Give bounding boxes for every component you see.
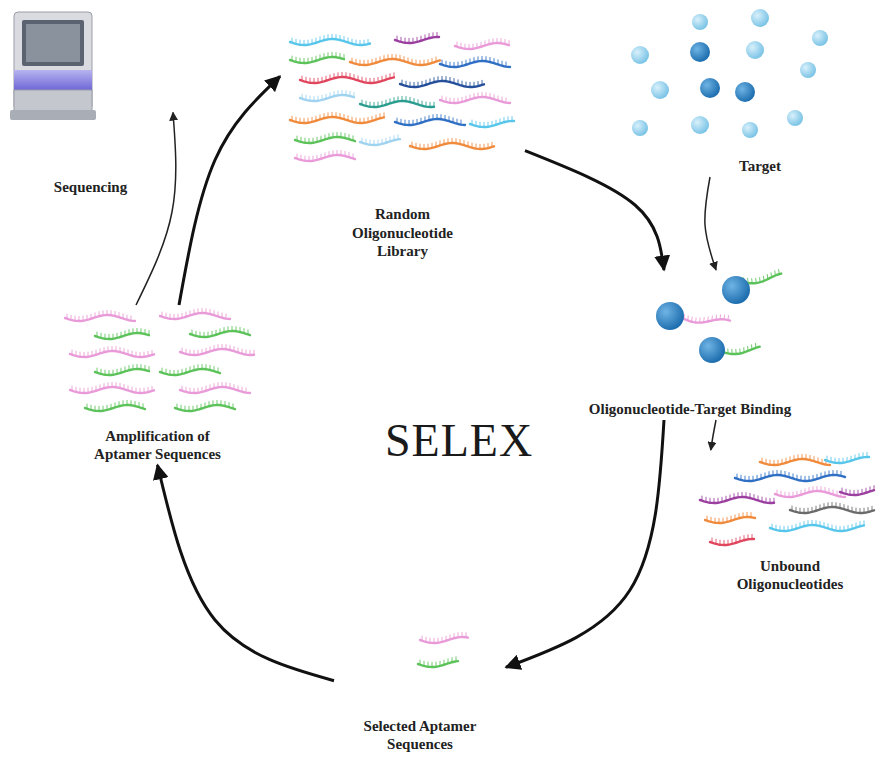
oligonucleotide-strand [350,54,440,65]
cycle-arrow [525,151,664,270]
oligonucleotide-strand [360,96,434,107]
oligonucleotide-strand [190,326,250,337]
cycle-arrow [158,465,335,681]
sequencer-machine [10,12,96,120]
oligonucleotide-strand [790,502,874,513]
stage-label: Selected Aptamer Sequences [340,716,501,756]
oligonucleotide-strand [700,492,774,503]
oligonucleotide-strand [65,310,135,321]
oligonucleotide-strand [95,328,149,339]
stage-label: Sequencing [51,177,130,198]
oligonucleotide-strand [290,112,384,123]
selected-aptamers [418,632,468,667]
stage-label: Random Oligonucleotide Library [335,204,471,262]
stage-label: Amplification of Aptamer Sequences [75,426,241,466]
oligonucleotide-strand [175,400,235,411]
oligonucleotide-strand [290,52,344,63]
stage-label-box: Target [660,5,860,177]
diagram-title: SELEX [385,414,533,467]
cycle-arrow [705,177,716,270]
stage-label: Target [736,156,784,177]
oligonucleotide-strand [825,452,869,463]
oligonucleotide-strand [420,632,468,643]
oligonucleotide-strand [770,520,864,531]
oligonucleotide-strand [180,382,250,393]
oligonucleotide-strand [440,56,510,67]
oligonucleotide-strand [395,32,439,43]
cycle-arrow [711,420,716,450]
oligonucleotide-strand [760,454,830,465]
oligonucleotide-strand [418,656,458,667]
oligonucleotide-strand [395,114,465,125]
oligonucleotide-strand [440,92,510,103]
oligonucleotide-strand [290,34,370,45]
oligonucleotide-strand [455,38,509,49]
stage-label-box: Selected Aptamer Sequences [334,620,506,755]
oligonucleotide-strand [710,534,754,545]
oligonucleotide-strand [840,485,874,495]
oligonucleotide-strand [295,132,355,143]
oligonucleotide-strand [470,116,514,127]
oligonucleotide-strand [400,76,484,87]
oligonucleotide-strand [775,486,845,497]
cycle-arrow [179,76,280,305]
oligonucleotide-strand [160,308,230,319]
stage-label-box: Unbound Oligonucleotides [700,450,880,595]
oligonucleotide-strand [300,72,394,83]
stage-label-box: Random Oligonucleotide Library [280,30,525,262]
oligonucleotide-strand [360,134,400,145]
oligonucleotide-strand [70,382,154,393]
oligonucleotide-strand [70,346,154,357]
stage-label: Oligonucleotide-Target Binding [586,399,794,420]
stage-label-box: Amplification of Aptamer Sequences [50,305,265,465]
oligo-library [290,32,514,161]
oligonucleotide-strand [410,138,494,149]
stage-label: Unbound Oligonucleotides [712,556,868,596]
oligonucleotide-strand [95,364,149,375]
unbound-oligos [700,452,874,545]
oligonucleotide-strand [682,310,731,326]
target-molecules [631,9,828,138]
oligonucleotide-strand [85,400,145,411]
oligonucleotide-strand [180,344,254,355]
oligonucleotide-strand [735,470,845,481]
oligonucleotide-strand [705,512,755,523]
stage-label-box: Sequencing [8,8,173,198]
oligonucleotide-strand [300,90,354,101]
bound-complexes [656,269,782,363]
oligonucleotide-strand [722,343,761,355]
cycle-arrow [136,113,176,306]
oligonucleotide-strand [160,364,220,375]
oligonucleotide-strand [295,150,355,161]
stage-label-box: Oligonucleotide-Target Binding [560,270,820,420]
amplified-aptamers [65,308,254,411]
